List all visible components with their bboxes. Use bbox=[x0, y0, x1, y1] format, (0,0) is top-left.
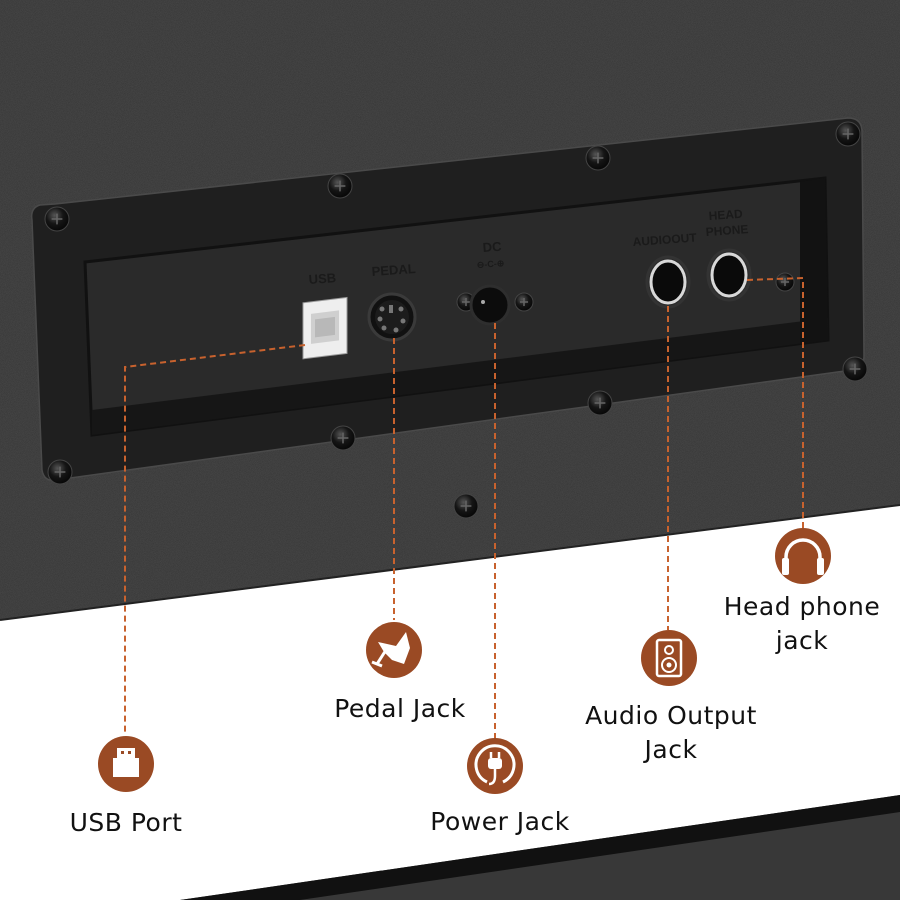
headphone-port[interactable] bbox=[706, 248, 752, 302]
label-line: USB Port bbox=[69, 808, 183, 837]
pedal-port[interactable] bbox=[367, 292, 417, 342]
marking-phone: PHONE bbox=[705, 222, 749, 239]
speaker-icon bbox=[655, 638, 683, 678]
panel-markings: USB PEDAL DC ⊖-C-⊕ AUDIOOUT HEAD PHONE bbox=[308, 207, 749, 287]
marking-pedal: PEDAL bbox=[371, 261, 416, 279]
usb-port[interactable] bbox=[302, 296, 348, 360]
dc-power-port[interactable] bbox=[469, 284, 511, 326]
callout-icon-headphone bbox=[775, 528, 831, 584]
callout-icon-audio bbox=[641, 630, 697, 686]
callout-label-usb: USB Port bbox=[56, 806, 196, 840]
callout-label-pedal: Pedal Jack bbox=[315, 692, 485, 726]
callout-icon-usb bbox=[98, 736, 154, 792]
label-line: Head phone bbox=[723, 592, 881, 621]
marking-usb: USB bbox=[308, 270, 336, 287]
label-line: Jack bbox=[644, 735, 698, 764]
label-line: Audio Output bbox=[585, 701, 757, 730]
label-line: Power Jack bbox=[430, 807, 570, 836]
power-plug-icon bbox=[474, 744, 516, 786]
marking-dc-polarity: ⊖-C-⊕ bbox=[476, 258, 504, 270]
connector-panel bbox=[30, 117, 865, 482]
pedal-icon bbox=[371, 632, 410, 668]
callout-icon-power bbox=[467, 738, 523, 794]
instrument-base-edge bbox=[180, 795, 900, 900]
marking-dc: DC bbox=[482, 239, 502, 255]
callout-label-headphone: Head phone jack bbox=[712, 590, 892, 658]
leader-usb bbox=[124, 344, 306, 735]
leader-headphone bbox=[746, 276, 804, 528]
label-line: Pedal Jack bbox=[334, 694, 466, 723]
callout-label-audio: Audio Output Jack bbox=[571, 699, 771, 767]
marking-head: HEAD bbox=[708, 207, 743, 223]
callout-label-power: Power Jack bbox=[415, 805, 585, 839]
headphones-icon bbox=[782, 538, 824, 575]
callout-icon-pedal bbox=[366, 622, 422, 678]
label-line: jack bbox=[775, 626, 829, 655]
audio-out-port[interactable] bbox=[645, 255, 691, 309]
usb-icon bbox=[113, 748, 139, 777]
marking-audio-out: AUDIOOUT bbox=[632, 231, 697, 249]
